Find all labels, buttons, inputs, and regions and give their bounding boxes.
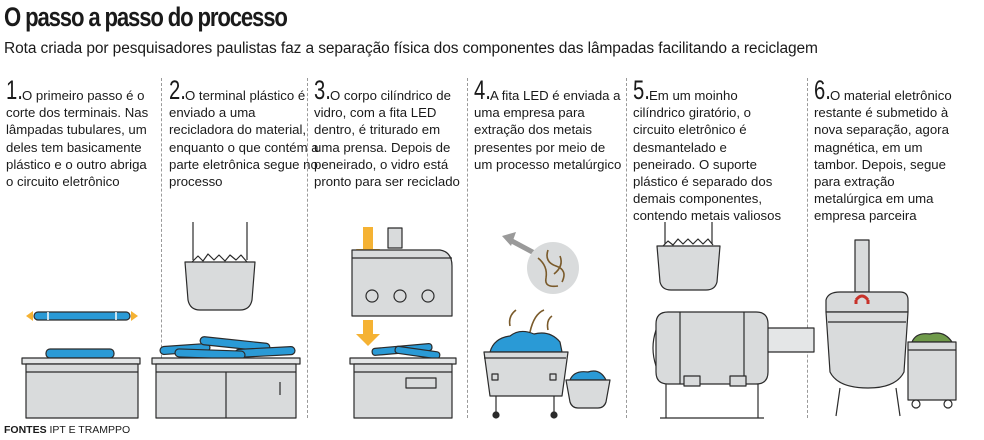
step-6-text: O material eletrônico restante é submeti… bbox=[814, 88, 952, 224]
step-1: 1. O primeiro passo é o corte dos termin… bbox=[6, 75, 156, 190]
step-divider bbox=[307, 78, 308, 418]
step-2-number: 2. bbox=[169, 75, 186, 105]
sources-footer: FONTES IPT E TRAMPPO bbox=[4, 424, 130, 436]
led-strip-metal-extraction-illustration bbox=[483, 232, 611, 419]
step-divider bbox=[807, 78, 808, 418]
step-5: 5. Em um moinho cilíndrico giratório, o … bbox=[633, 75, 783, 225]
step-3-number: 3. bbox=[314, 75, 331, 105]
step-2: 2. O terminal plástico é enviado a uma r… bbox=[169, 75, 319, 190]
page-subtitle: Rota criada por pesquisadores paulistas … bbox=[4, 40, 818, 57]
sources-label: FONTES bbox=[4, 424, 47, 436]
step-divider bbox=[467, 78, 468, 418]
step-3: 3. O corpo cilíndrico de vidro, com a fi… bbox=[314, 75, 464, 190]
step-6: 6. O material eletrônico restante é subm… bbox=[814, 75, 964, 225]
sources-text: IPT E TRAMPPO bbox=[49, 424, 131, 436]
step-1-text: O primeiro passo é o corte dos terminais… bbox=[6, 88, 149, 190]
step-4: 4. A fita LED é enviada a uma empresa pa… bbox=[474, 75, 624, 173]
step-4-number: 4. bbox=[474, 75, 491, 105]
step-5-number: 5. bbox=[633, 75, 650, 105]
step-divider bbox=[626, 78, 627, 418]
step-1-number: 1. bbox=[6, 75, 23, 105]
step-4-text: A fita LED é enviada a uma empresa para … bbox=[474, 88, 622, 172]
page-title: O passo a passo do processo bbox=[4, 2, 288, 32]
step-3-text: O corpo cilíndrico de vidro, com a fita … bbox=[314, 88, 460, 190]
step-5-text: Em um moinho cilíndrico giratório, o cir… bbox=[633, 88, 782, 224]
magnetic-drum-illustration bbox=[825, 239, 957, 417]
step-6-number: 6. bbox=[814, 75, 831, 105]
step-2-text: O terminal plástico é enviado a uma reci… bbox=[169, 88, 319, 190]
led-tube-cut-illustration bbox=[21, 311, 141, 419]
glass-press-illustration bbox=[349, 227, 457, 419]
rotating-mill-illustration bbox=[652, 222, 815, 419]
plastic-recycler-illustration bbox=[151, 222, 301, 419]
step-divider bbox=[161, 78, 162, 418]
